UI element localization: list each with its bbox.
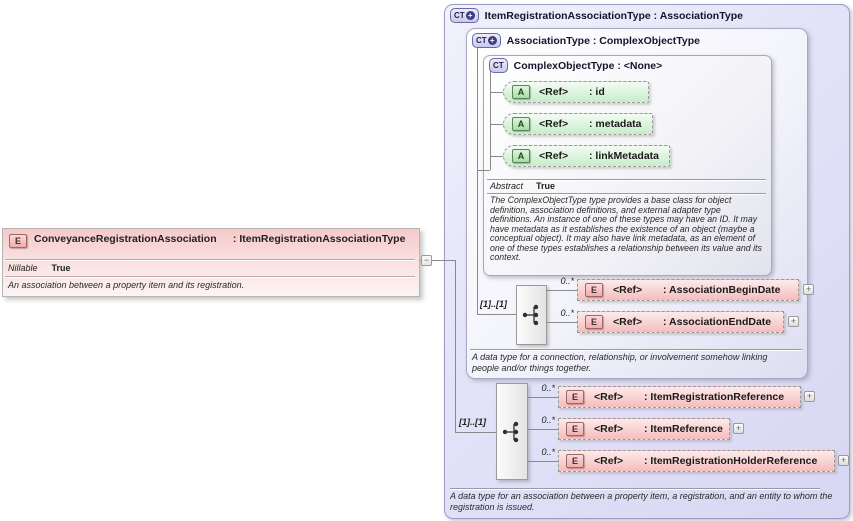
expand-toggle[interactable]: + <box>804 391 815 402</box>
connector-left-element <box>420 260 456 261</box>
complex-object-type-description: The ComplexObjectType type provides a ba… <box>490 195 762 262</box>
element-name: : ItemRegistrationHolderReference <box>644 455 818 467</box>
sequence-glyph <box>502 421 519 442</box>
sequence-glyph <box>522 304 538 326</box>
divider <box>5 259 415 260</box>
attribute-name: : metadata <box>589 118 642 130</box>
expand-toggle[interactable]: + <box>838 455 849 466</box>
cardinality-label: [1]..[1] <box>459 417 486 427</box>
element-name: : ItemRegistrationReference <box>644 391 785 403</box>
element-name: : AssociationBeginDate <box>663 284 781 296</box>
element-association-end-date[interactable]: E <Ref> : AssociationEndDate <box>577 311 784 333</box>
connector-end-date <box>545 322 577 323</box>
element-icon: E <box>566 454 584 468</box>
element-ref: <Ref> <box>594 423 624 435</box>
element-item-registration-holder-reference[interactable]: E <Ref> : ItemRegistrationHolderReferenc… <box>558 450 835 472</box>
nillable-value: True <box>51 263 71 273</box>
association-type-header: CT+ AssociationType : ComplexObjectType <box>472 33 700 48</box>
element-description: An association between a property item a… <box>8 280 245 290</box>
attribute-metadata[interactable]: A <Ref> : metadata <box>503 113 653 135</box>
element-icon: E <box>585 283 603 297</box>
occurrence-label: 0..* <box>560 308 574 318</box>
element-icon: E <box>9 234 27 248</box>
element-icon: E <box>566 422 584 436</box>
expand-toggle[interactable]: + <box>733 423 744 434</box>
expand-toggle[interactable]: + <box>788 316 799 327</box>
outer-type-title: ItemRegistrationAssociationType : Associ… <box>484 9 743 22</box>
element-icon: E <box>566 390 584 404</box>
divider <box>487 179 766 180</box>
connector-to-sequence1 <box>477 314 516 315</box>
sequence-compositor-icon[interactable] <box>496 383 528 480</box>
connector-attr-id <box>490 92 504 93</box>
attribute-link-metadata[interactable]: A <Ref> : linkMetadata <box>503 145 670 167</box>
occurrence-label: 0..* <box>541 447 555 457</box>
element-declaration-box[interactable]: E ConveyanceRegistrationAssociation : It… <box>2 228 420 297</box>
element-ref: <Ref> <box>613 316 643 328</box>
outer-type-header: CT+ ItemRegistrationAssociationType : As… <box>450 8 743 23</box>
connector-item-registration-holder-reference <box>526 461 558 462</box>
element-name: ConveyanceRegistrationAssociation <box>34 233 217 245</box>
element-ref: <Ref> <box>613 284 643 296</box>
connector-attr-vertical <box>490 71 491 170</box>
connector-item-reference <box>526 429 558 430</box>
divider <box>487 193 766 194</box>
association-type-title: AssociationType : ComplexObjectType <box>506 34 700 47</box>
connector-attr-jog <box>477 170 490 171</box>
element-association-begin-date[interactable]: E <Ref> : AssociationBeginDate <box>577 279 799 301</box>
collapse-toggle[interactable]: − <box>421 255 432 266</box>
element-item-reference[interactable]: E <Ref> : ItemReference <box>558 418 730 440</box>
occurrence-label: 0..* <box>560 276 574 286</box>
expand-icon: + <box>465 11 475 20</box>
abstract-label: Abstract <box>490 181 524 191</box>
nillable-label: Nillable <box>8 263 38 273</box>
complex-object-type-title: ComplexObjectType : <None> <box>513 59 663 72</box>
element-name: : AssociationEndDate <box>663 316 772 328</box>
connector-attr-metadata <box>490 124 504 125</box>
attribute-name: : linkMetadata <box>589 150 660 162</box>
connector-begin-date <box>545 290 577 291</box>
element-declaration-title: ConveyanceRegistrationAssociation : Item… <box>34 233 405 245</box>
abstract-value: True <box>536 181 556 191</box>
connector-assoc-vertical <box>477 48 478 314</box>
connector-item-registration-reference <box>526 397 558 398</box>
outer-type-description: A data type for an association between a… <box>450 491 833 512</box>
complex-object-type-header: CT ComplexObjectType : <None> <box>489 58 662 73</box>
divider <box>450 488 820 489</box>
cardinality-label: [1]..[1] <box>480 299 507 309</box>
attribute-ref: <Ref> <box>539 86 569 98</box>
attribute-id[interactable]: A <Ref> : id <box>503 81 649 103</box>
divider <box>5 276 415 277</box>
connector-outer-vertical <box>455 260 456 432</box>
element-item-registration-reference[interactable]: E <Ref> : ItemRegistrationReference <box>558 386 801 408</box>
association-type-description: A data type for a connection, relationsh… <box>472 352 768 373</box>
attribute-name: : id <box>589 86 605 98</box>
connector-to-sequence2 <box>455 432 496 433</box>
attribute-icon: A <box>512 117 530 131</box>
complex-type-icon[interactable]: CT+ <box>450 8 479 23</box>
complex-type-icon[interactable]: CT <box>489 58 508 73</box>
sequence-compositor-icon[interactable] <box>516 285 547 345</box>
abstract-row: Abstract True <box>490 181 555 191</box>
attribute-icon: A <box>512 149 530 163</box>
element-declaration-header: E ConveyanceRegistrationAssociation : It… <box>9 233 405 248</box>
element-ref: <Ref> <box>594 391 624 403</box>
complex-type-icon[interactable]: CT+ <box>472 33 501 48</box>
occurrence-label: 0..* <box>541 383 555 393</box>
expand-icon: + <box>487 36 497 45</box>
connector-attr-linkmetadata <box>490 156 504 157</box>
divider <box>470 349 802 350</box>
element-name: : ItemReference <box>644 423 723 435</box>
attribute-ref: <Ref> <box>539 150 569 162</box>
attribute-ref: <Ref> <box>539 118 569 130</box>
type-separator: : <box>230 233 240 245</box>
expand-toggle[interactable]: + <box>803 284 814 295</box>
occurrence-label: 0..* <box>541 415 555 425</box>
element-icon: E <box>585 315 603 329</box>
attribute-icon: A <box>512 85 530 99</box>
element-ref: <Ref> <box>594 455 624 467</box>
nillable-row: Nillable True <box>8 263 71 273</box>
element-type: ItemRegistrationAssociationType <box>239 233 406 245</box>
